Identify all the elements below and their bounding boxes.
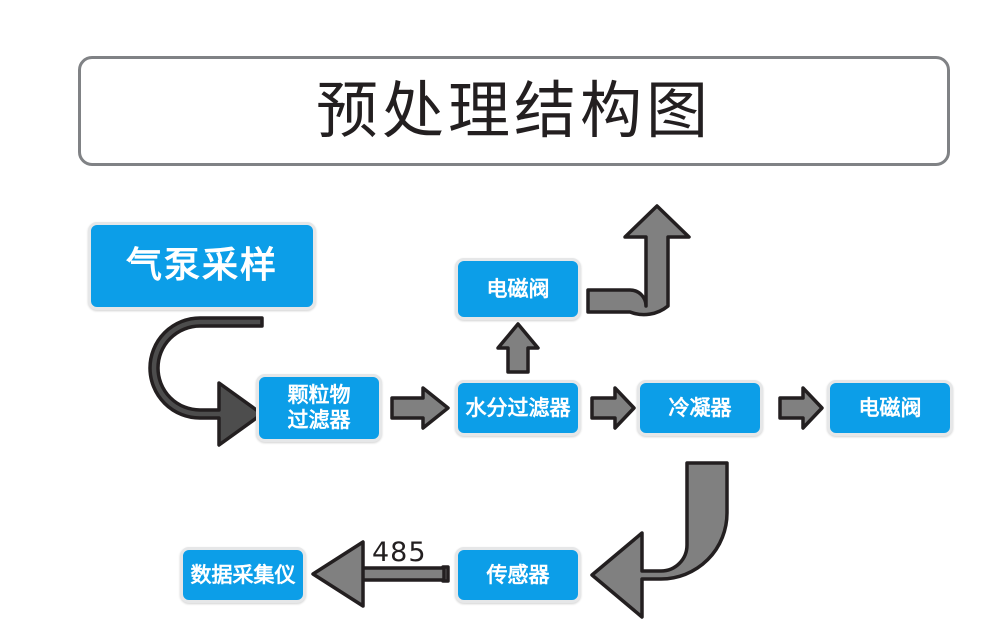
node-data-acquisition[interactable]: 数据采集仪	[180, 547, 306, 603]
arrow-condenser-to-valve-icon	[778, 386, 824, 430]
node-solenoid-valve-top-label: 电磁阀	[486, 276, 550, 301]
arrow-pump-to-particulate-icon	[148, 316, 264, 447]
edge-label-485: 485	[372, 537, 427, 568]
node-sensor-label: 传感器	[486, 562, 550, 587]
node-solenoid-valve-right-label: 电磁阀	[858, 395, 922, 420]
arrow-485-shaft-icon	[358, 566, 446, 582]
arrow-particulate-to-water-icon	[390, 386, 450, 430]
arrow-water-to-valve-icon	[496, 322, 540, 374]
diagram-title-box: 预处理结构图	[78, 56, 950, 166]
page-title: 预处理结构图	[315, 74, 712, 147]
node-water-filter[interactable]: 水分过滤器	[455, 380, 581, 436]
node-condenser[interactable]: 冷凝器	[637, 380, 763, 436]
node-data-acquisition-label: 数据采集仪	[190, 562, 296, 587]
node-solenoid-valve-top[interactable]: 电磁阀	[455, 258, 581, 320]
node-particulate-filter[interactable]: 颗粒物 过滤器	[256, 374, 382, 442]
node-condenser-label: 冷凝器	[668, 395, 732, 420]
arrow-valve-to-sensor-icon	[590, 461, 729, 619]
node-pump-label: 气泵采样	[125, 244, 278, 286]
node-pump[interactable]: 气泵采样	[88, 222, 316, 310]
arrow-water-to-condenser-icon	[590, 386, 636, 430]
arrow-sensor-to-daq-icon	[441, 565, 450, 583]
node-solenoid-valve-right[interactable]: 电磁阀	[827, 380, 953, 436]
node-sensor[interactable]: 传感器	[455, 547, 581, 603]
node-particulate-filter-label: 颗粒物 过滤器	[287, 383, 351, 432]
node-water-filter-label: 水分过滤器	[465, 395, 571, 420]
arrow-valve-exhaust-icon	[586, 204, 691, 317]
arrow-485-head-icon	[311, 540, 365, 608]
